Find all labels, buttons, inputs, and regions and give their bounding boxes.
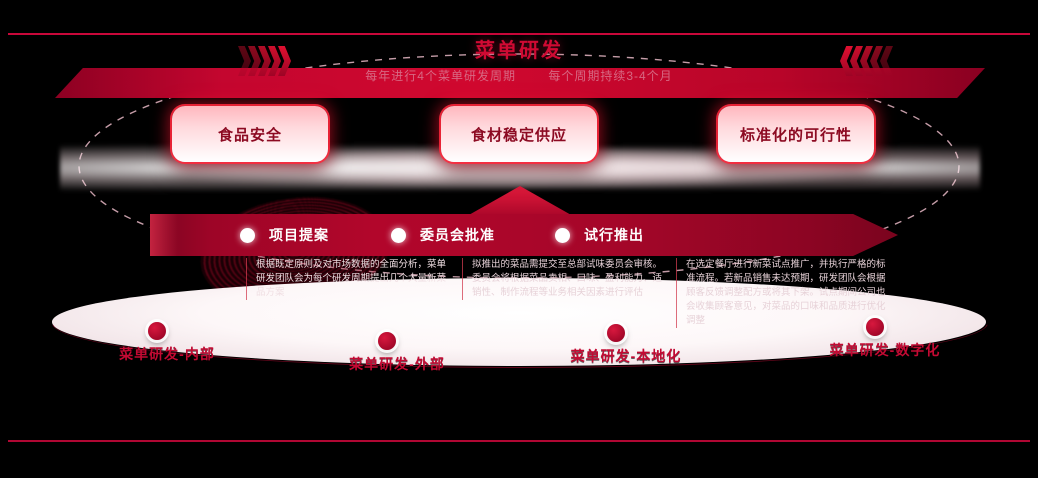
milestone-digitalization[interactable]: 菜单研发-数字化 (830, 318, 939, 358)
process-description-approval: 拟推出的菜品需提交至总部试味委员会审核。委员会将根据菜品卖相、口味、盈利能力、适… (462, 258, 662, 300)
milestone-label: 菜单研发-内部 (119, 346, 215, 362)
chevron-left-icon (850, 46, 863, 76)
chevron-group-right (840, 46, 893, 76)
pillar-card-label: 食品安全 (217, 126, 282, 144)
pillar-card-standardization[interactable]: 标准化的可行性 (718, 106, 874, 162)
step-dot-icon (391, 227, 406, 243)
header-banner-bar (55, 68, 985, 98)
milestone-dot-icon (866, 318, 884, 336)
milestone-dot-icon (378, 332, 396, 350)
chevron-right-icon (248, 46, 261, 76)
bottom-divider-rule (8, 440, 1030, 442)
process-step-label: 项目提案 (269, 227, 329, 243)
band-highlight (150, 214, 178, 256)
milestone-localization[interactable]: 菜单研发-本地化 (571, 324, 680, 364)
process-arrow-band (150, 214, 898, 256)
process-step-label: 试行推出 (584, 227, 644, 243)
pillar-card-food-safety[interactable]: 食品安全 (172, 106, 328, 162)
chevron-left-icon (870, 46, 883, 76)
chevron-left-icon (860, 46, 873, 76)
chevron-right-icon (278, 46, 291, 76)
pillar-card-label: 食材稳定供应 (470, 126, 567, 144)
chevron-right-icon (238, 46, 251, 76)
chevron-group-left (238, 46, 291, 76)
top-divider-rule (8, 33, 1030, 35)
process-step-group: 项目提案 委员会批准 试行推出 (150, 214, 898, 256)
process-step-approval[interactable]: 委员会批准 (391, 225, 495, 245)
step-dot-icon (555, 227, 570, 243)
pillar-card-label: 标准化的可行性 (739, 126, 852, 144)
milestone-label: 菜单研发-外部 (349, 356, 445, 372)
chevron-right-icon (258, 46, 271, 76)
pillar-card-supply[interactable]: 食材稳定供应 (441, 106, 597, 162)
milestone-dot-icon (607, 324, 625, 342)
chevron-right-icon (268, 46, 281, 76)
step-dot-icon (240, 227, 255, 243)
milestone-dot-icon (148, 322, 166, 340)
milestone-internal[interactable]: 菜单研发-内部 (119, 322, 214, 362)
milestone-label: 菜单研发-数字化 (829, 342, 941, 358)
process-description-pilot: 在选定餐厅进行新菜试点推广，并执行严格的标准流程。若新品销售未达预期，研发团队会… (676, 258, 886, 328)
chevron-left-icon (880, 46, 893, 76)
process-step-pilot[interactable]: 试行推出 (555, 225, 644, 245)
chevron-left-icon (840, 46, 853, 76)
process-step-label: 委员会批准 (420, 227, 495, 243)
process-step-proposal[interactable]: 项目提案 (240, 225, 329, 245)
milestone-label: 菜单研发-本地化 (570, 348, 682, 364)
process-description-proposal: 根据既定原则及对市场数据的全面分析，菜单研发团队会为每个研发周期提出几个大量新菜… (246, 258, 446, 300)
milestone-external[interactable]: 菜单研发-外部 (349, 332, 444, 372)
